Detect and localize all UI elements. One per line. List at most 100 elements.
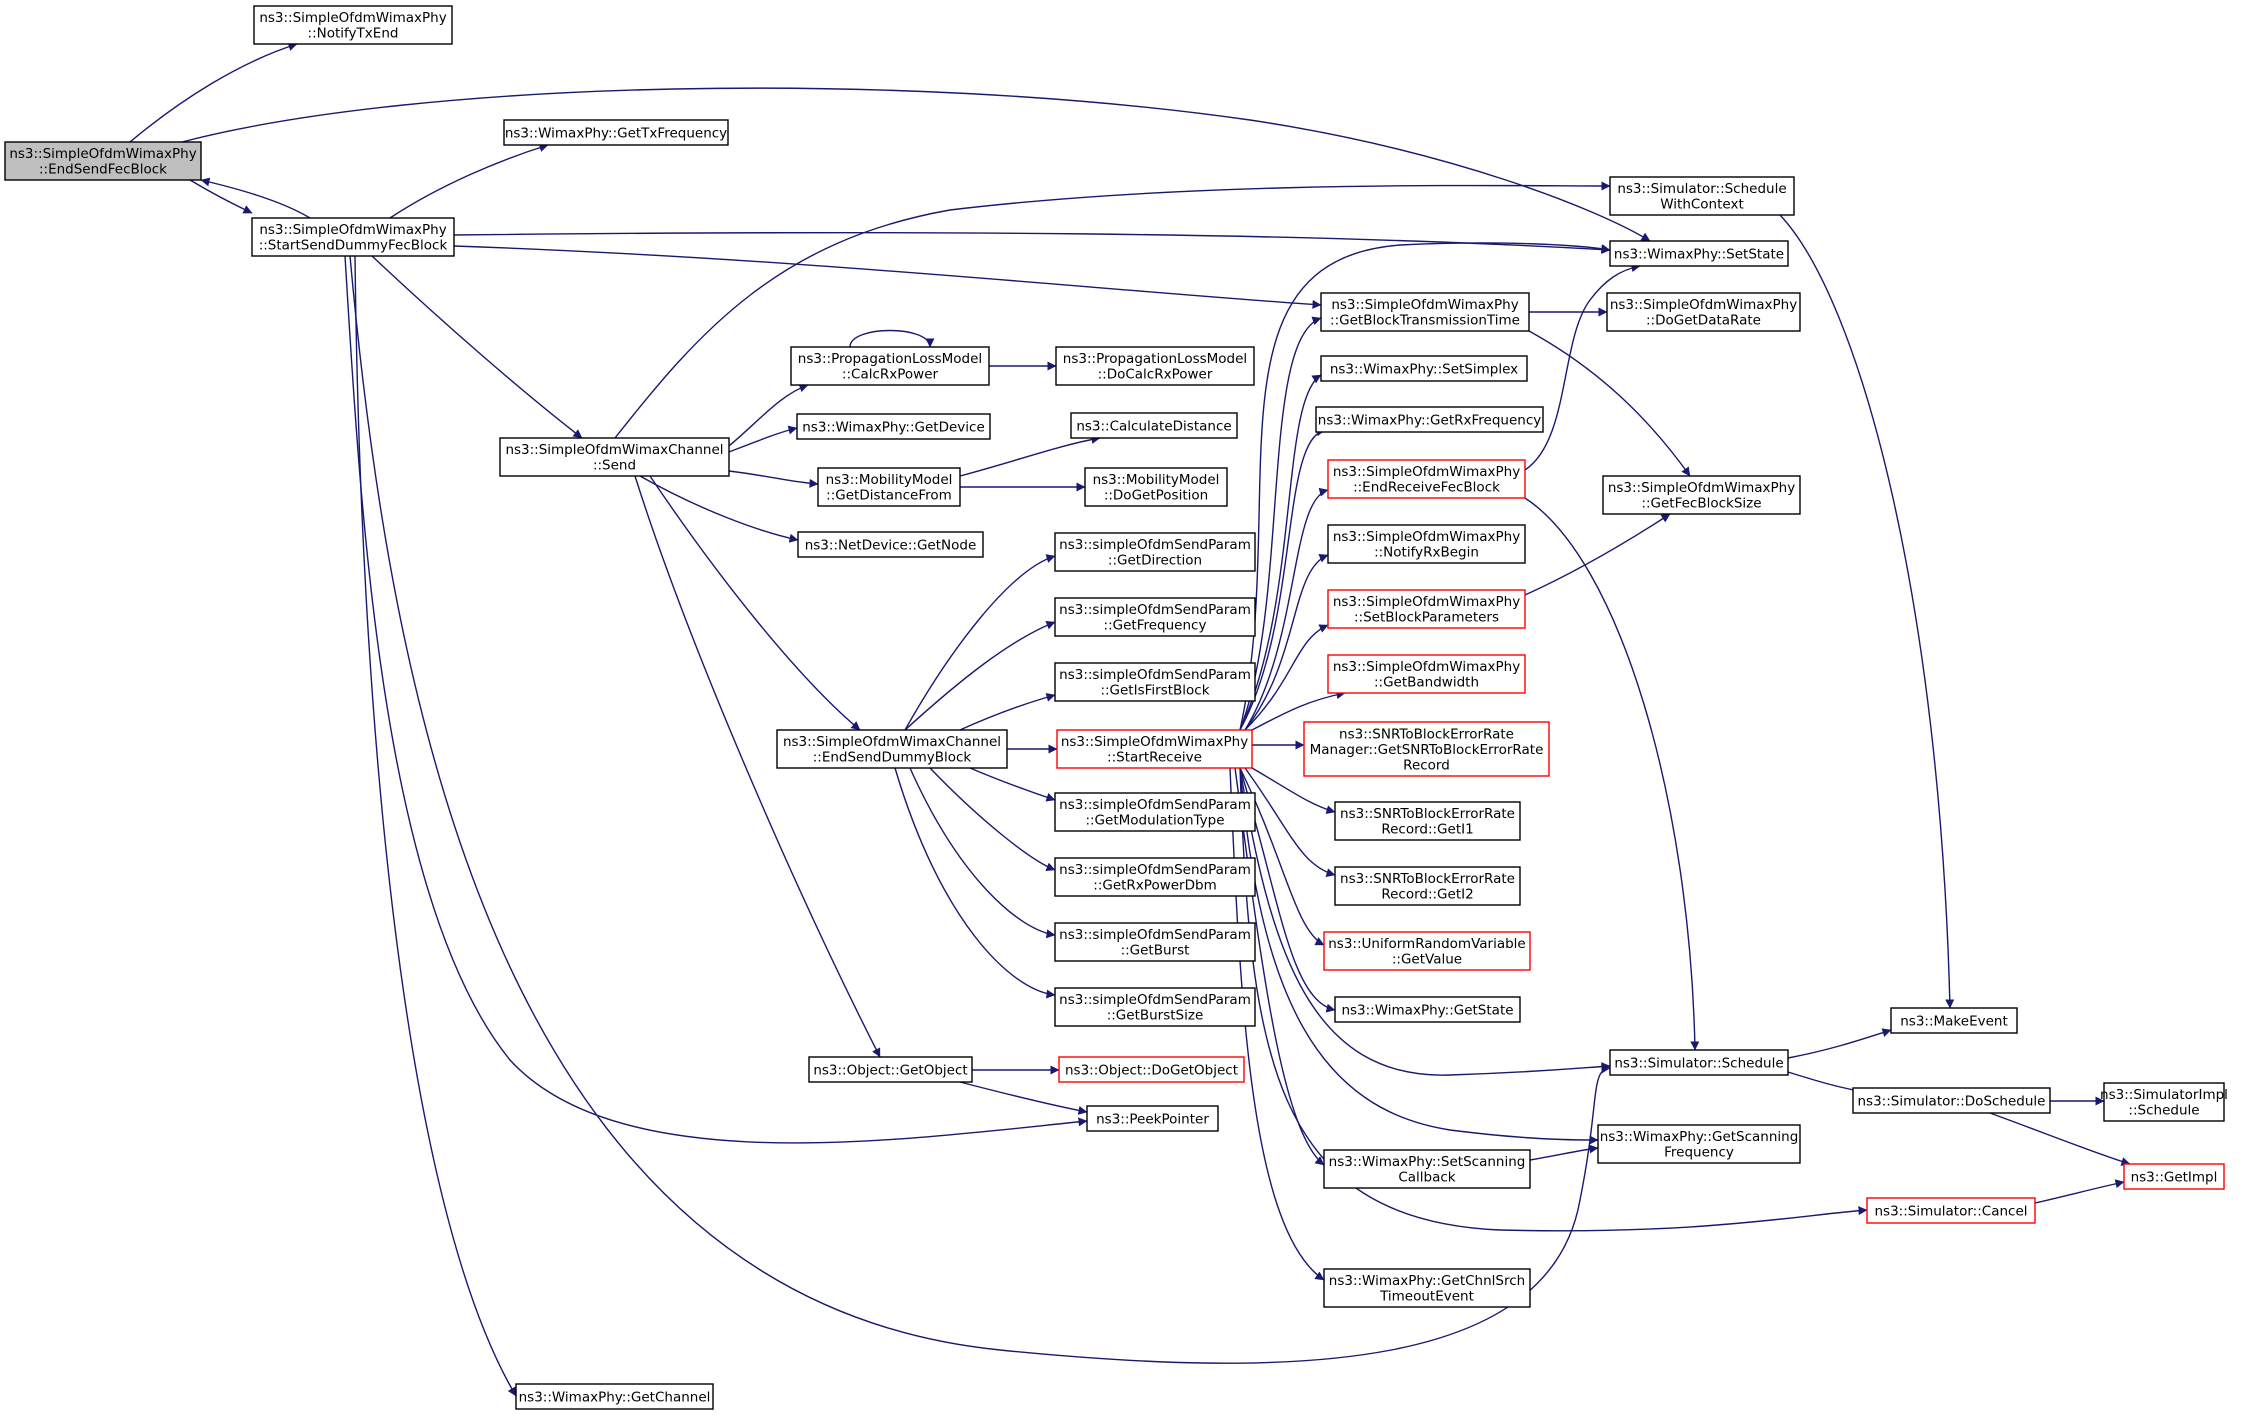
node-box — [1054, 857, 1256, 897]
node-endsend[interactable]: ns3::SimpleOfdmWimaxPhy::EndSendFecBlock — [4, 141, 202, 181]
edge-startdummy-to-getblocktt — [453, 245, 1322, 309]
edge-chsend-to-getdistfrom — [728, 470, 819, 488]
node-getburst[interactable]: ns3::simpleOfdmSendParam::GetBurst — [1054, 922, 1256, 962]
edge-startrecv-to-getbw — [1251, 690, 1346, 731]
edge-line — [1529, 1144, 1599, 1161]
node-dogetpos[interactable]: ns3::MobilityModel::DoGetPosition — [1084, 467, 1228, 507]
node-label: ::GetIsFirstBlock — [1100, 683, 1209, 699]
node-getmod[interactable]: ns3::simpleOfdmSendParam::GetModulationT… — [1054, 792, 1256, 832]
node-label: ::GetBlockTransmissionTime — [1330, 313, 1520, 329]
node-cancel[interactable]: ns3::Simulator::Cancel — [1866, 1197, 2036, 1224]
node-label: Record::GetI1 — [1381, 822, 1473, 838]
node-snrmgr[interactable]: ns3::SNRToBlockErrorRateManager::GetSNRT… — [1303, 721, 1550, 777]
node-doschedule[interactable]: ns3::Simulator::DoSchedule — [1852, 1087, 2051, 1114]
node-schedule[interactable]: ns3::Simulator::Schedule — [1609, 1049, 1789, 1076]
node-dogetobj[interactable]: ns3::Object::DoGetObject — [1058, 1056, 1245, 1083]
node-getblocktt[interactable]: ns3::SimpleOfdmWimaxPhy::GetBlockTransmi… — [1320, 292, 1530, 332]
node-getisfirst[interactable]: ns3::simpleOfdmSendParam::GetIsFirstBloc… — [1054, 662, 1256, 702]
edge-startrecv-to-getscanf — [1239, 767, 1599, 1145]
node-urvgetval[interactable]: ns3::UniformRandomVariable::GetValue — [1323, 931, 1531, 971]
node-startdummy[interactable]: ns3::SimpleOfdmWimaxPhy::StartSendDummyF… — [251, 217, 455, 257]
node-getfecbs[interactable]: ns3::SimpleOfdmWimaxPhy::GetFecBlockSize — [1602, 475, 1801, 515]
node-getdistfrom[interactable]: ns3::MobilityModel::GetDistanceFrom — [817, 467, 961, 507]
node-getdevice[interactable]: ns3::WimaxPhy::GetDevice — [796, 413, 991, 440]
node-docalcrx[interactable]: ns3::PropagationLossModel::DoCalcRxPower — [1055, 346, 1255, 386]
node-box — [499, 437, 730, 477]
node-dogetdr[interactable]: ns3::SimpleOfdmWimaxPhy::DoGetDataRate — [1606, 292, 1801, 332]
node-box — [776, 729, 1008, 769]
node-getstate[interactable]: ns3::WimaxPhy::GetState — [1334, 996, 1521, 1023]
edge-line — [1251, 690, 1346, 731]
node-box — [1320, 292, 1530, 332]
node-label: ns3::WimaxPhy::GetTxFrequency — [505, 125, 727, 141]
edge-line — [959, 692, 1056, 731]
node-label: ns3::simpleOfdmSendParam — [1059, 797, 1251, 813]
edge-chsend-to-calcrx — [728, 383, 809, 447]
node-box — [1054, 662, 1256, 702]
node-label: ::GetFrequency — [1104, 618, 1207, 634]
node-getnode[interactable]: ns3::NetDevice::GetNode — [797, 531, 984, 558]
edge-startdummy-to-chsend — [371, 255, 583, 439]
node-setblockp[interactable]: ns3::SimpleOfdmWimaxPhy::SetBlockParamet… — [1327, 589, 1526, 629]
node-getchannel[interactable]: ns3::WimaxPhy::GetChannel — [515, 1383, 714, 1410]
edge-cancel-to-getimpl — [2034, 1179, 2125, 1204]
edge-startrecv-to-setstate — [1239, 242, 1611, 731]
node-getobject[interactable]: ns3::Object::GetObject — [808, 1056, 973, 1083]
node-getimpl[interactable]: ns3::GetImpl — [2123, 1163, 2225, 1190]
node-getdir[interactable]: ns3::simpleOfdmSendParam::GetDirection — [1054, 532, 1256, 572]
node-label: ns3::SNRToBlockErrorRate — [1340, 871, 1515, 887]
node-box — [1058, 1056, 1245, 1083]
edge-line — [1239, 427, 1326, 731]
node-label: ns3::MobilityModel — [826, 472, 953, 488]
node-label: ns3::WimaxPhy::GetScanning — [1600, 1129, 1799, 1145]
node-label: ns3::WimaxPhy::GetState — [1341, 1002, 1513, 1018]
node-getbw[interactable]: ns3::SimpleOfdmWimaxPhy::GetBandwidth — [1327, 654, 1526, 694]
node-label: ns3::simpleOfdmSendParam — [1059, 537, 1251, 553]
node-getrxpow[interactable]: ns3::simpleOfdmSendParam::GetRxPowerDbm — [1054, 857, 1256, 897]
node-setsimplex[interactable]: ns3::WimaxPhy::SetSimplex — [1320, 355, 1528, 382]
node-label: ::Schedule — [2128, 1103, 2199, 1119]
node-calcrx[interactable]: ns3::PropagationLossModel::CalcRxPower — [790, 346, 990, 386]
node-endrecv[interactable]: ns3::SimpleOfdmWimaxPhy::EndReceiveFecBl… — [1327, 459, 1526, 499]
node-label: ns3::simpleOfdmSendParam — [1059, 602, 1251, 618]
node-peekptr[interactable]: ns3::PeekPointer — [1086, 1105, 1219, 1132]
edge-startrecv-to-setsimplex — [1239, 374, 1322, 731]
node-getburstsz[interactable]: ns3::simpleOfdmSendParam::GetBurstSize — [1054, 987, 1256, 1027]
edge-line — [1239, 374, 1322, 731]
node-startrecv[interactable]: ns3::SimpleOfdmWimaxPhy::StartReceive — [1056, 729, 1253, 769]
node-notifyrxb[interactable]: ns3::SimpleOfdmWimaxPhy::NotifyRxBegin — [1327, 524, 1526, 564]
node-setstate[interactable]: ns3::WimaxPhy::SetState — [1609, 240, 1789, 267]
node-calcdist[interactable]: ns3::CalculateDistance — [1070, 412, 1238, 439]
node-label: ns3::PropagationLossModel — [1063, 351, 1247, 367]
node-label: ns3::SimpleOfdmWimaxPhy — [259, 10, 446, 26]
node-getrxfreq[interactable]: ns3::WimaxPhy::GetRxFrequency — [1315, 406, 1544, 433]
node-getfreq[interactable]: ns3::simpleOfdmSendParam::GetFrequency — [1054, 597, 1256, 637]
node-label: ns3::SimpleOfdmWimaxPhy — [1610, 297, 1797, 313]
node-label: ns3::Simulator::Schedule — [1617, 181, 1786, 197]
node-notifytx[interactable]: ns3::SimpleOfdmWimaxPhy::NotifyTxEnd — [253, 5, 453, 45]
edge-startrecv-to-getrxfreq — [1239, 427, 1326, 731]
node-box — [1054, 792, 1256, 832]
node-label: ns3::SimpleOfdmWimaxPhy — [259, 222, 446, 238]
node-label: ::SetBlockParameters — [1354, 610, 1499, 626]
node-chsend[interactable]: ns3::SimpleOfdmWimaxChannel::Send — [499, 437, 730, 477]
edge-startdummy-to-gettxfreq — [389, 143, 549, 219]
edge-line — [389, 143, 549, 219]
node-makeevent[interactable]: ns3::MakeEvent — [1890, 1007, 2018, 1034]
node-box — [1334, 996, 1521, 1023]
edge-startdummy-to-schedule — [349, 255, 1611, 1364]
node-gettxfreq[interactable]: ns3::WimaxPhy::GetTxFrequency — [503, 119, 729, 146]
node-implsched[interactable]: ns3::SimulatorImpl::Schedule — [2100, 1082, 2228, 1122]
edge-line — [1779, 214, 1955, 1009]
node-box — [1320, 355, 1528, 382]
edge-chenddummy-to-getmod — [969, 767, 1056, 802]
node-chenddummy[interactable]: ns3::SimpleOfdmWimaxChannel::EndSendDumm… — [776, 729, 1008, 769]
edge-line — [181, 87, 1651, 242]
node-label: ::GetValue — [1392, 952, 1462, 968]
